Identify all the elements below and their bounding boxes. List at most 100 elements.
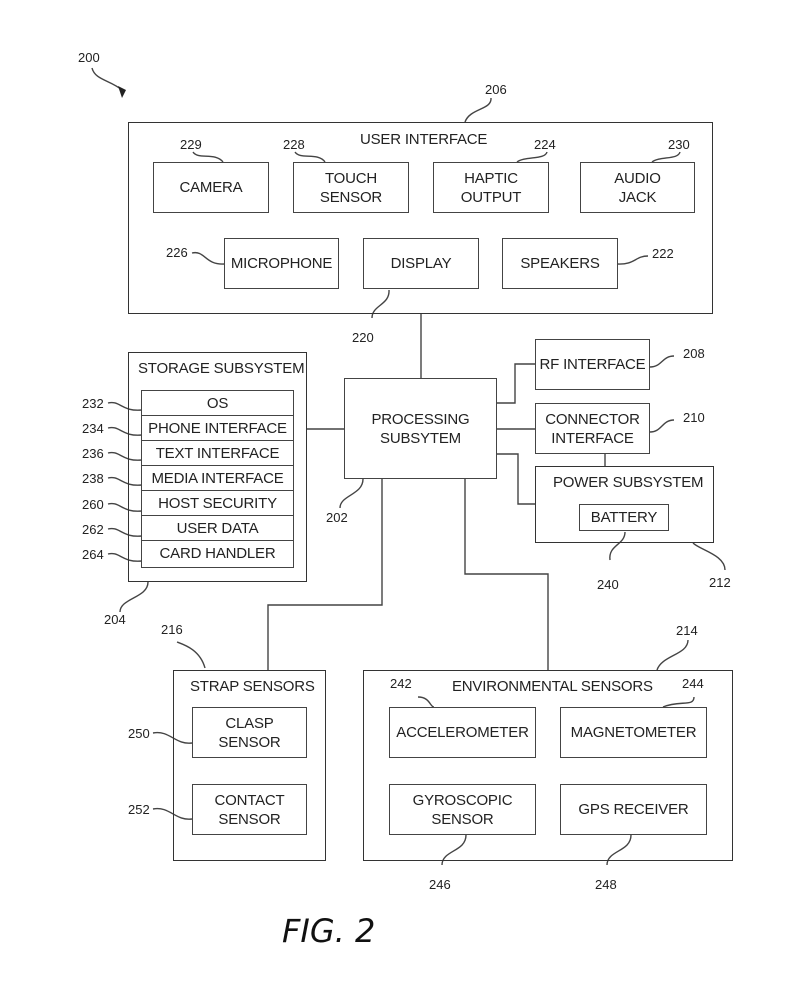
leader-224 bbox=[516, 151, 548, 163]
ref-strap-sensors: 216 bbox=[161, 622, 183, 637]
contact-sensor-block: CONTACT SENSOR bbox=[192, 784, 307, 835]
ref-text-interface: 236 bbox=[82, 446, 104, 461]
leader-204 bbox=[119, 581, 149, 613]
ref-user-data: 262 bbox=[82, 522, 104, 537]
ref-gps-receiver: 248 bbox=[595, 877, 617, 892]
leader-236 bbox=[107, 451, 143, 461]
environmental-sensors-title: ENVIRONMENTAL SENSORS bbox=[452, 678, 653, 695]
leader-230 bbox=[651, 151, 681, 163]
leader-262 bbox=[107, 527, 143, 537]
clasp-sensor-block: CLASP SENSOR bbox=[192, 707, 307, 758]
leader-228 bbox=[294, 151, 326, 163]
leader-242 bbox=[417, 696, 435, 708]
ref-audio-jack: 230 bbox=[668, 137, 690, 152]
connector-processing-env bbox=[464, 479, 549, 670]
leader-220 bbox=[371, 289, 390, 319]
ref-os: 232 bbox=[82, 396, 104, 411]
power-subsystem-title: POWER SUBSYSTEM bbox=[553, 474, 704, 491]
processing-subsystem-block: PROCESSING SUBSYTEM bbox=[344, 378, 497, 479]
ref-media-interface: 238 bbox=[82, 471, 104, 486]
leader-234 bbox=[107, 426, 143, 436]
storage-item-text-interface: TEXT INTERFACE bbox=[142, 441, 293, 466]
gps-receiver-block: GPS RECEIVER bbox=[560, 784, 707, 835]
arrowhead-200 bbox=[118, 86, 126, 98]
leader-202 bbox=[339, 478, 364, 509]
storage-item-phone-interface: PHONE INTERFACE bbox=[142, 416, 293, 441]
strap-sensors-title: STRAP SENSORS bbox=[190, 678, 315, 695]
ref-host-security: 260 bbox=[82, 497, 104, 512]
power-subsystem-block bbox=[535, 466, 714, 543]
ref-contact-sensor: 252 bbox=[128, 802, 150, 817]
battery-block: BATTERY bbox=[579, 504, 669, 531]
audio-jack-block: AUDIO JACK bbox=[580, 162, 695, 213]
strap-sensors-block bbox=[173, 670, 326, 861]
ref-rf-interface: 208 bbox=[683, 346, 705, 361]
leader-248 bbox=[606, 834, 632, 866]
storage-item-media-interface: MEDIA INTERFACE bbox=[142, 466, 293, 491]
connector-interface-block: CONNECTOR INTERFACE bbox=[535, 403, 650, 454]
user-interface-block bbox=[128, 122, 713, 314]
storage-item-os: OS bbox=[142, 391, 293, 416]
leader-246 bbox=[441, 834, 467, 866]
leader-232 bbox=[107, 401, 143, 411]
touch-sensor-block: TOUCH SENSOR bbox=[293, 162, 409, 213]
display-block: DISPLAY bbox=[363, 238, 479, 289]
environmental-sensors-block bbox=[363, 670, 733, 861]
gyroscopic-sensor-block: GYROSCOPIC SENSOR bbox=[389, 784, 536, 835]
storage-subsystem-block bbox=[128, 352, 307, 582]
leader-206 bbox=[464, 97, 492, 123]
leader-222 bbox=[616, 255, 649, 265]
leader-210 bbox=[649, 419, 675, 433]
accelerometer-block: ACCELEROMETER bbox=[389, 707, 536, 758]
ref-user-interface: 206 bbox=[485, 82, 507, 97]
figure-label: FIG. 2 bbox=[282, 912, 376, 950]
ref-card-handler: 264 bbox=[82, 547, 104, 562]
microphone-block: MICROPHONE bbox=[224, 238, 339, 289]
leader-252 bbox=[152, 807, 193, 820]
connector-processing-power bbox=[497, 453, 535, 505]
ref-environmental-sensors: 214 bbox=[676, 623, 698, 638]
ref-touch-sensor: 228 bbox=[283, 137, 305, 152]
storage-items-list: OS PHONE INTERFACE TEXT INTERFACE MEDIA … bbox=[141, 390, 294, 568]
ref-display: 220 bbox=[352, 330, 374, 345]
leader-200 bbox=[91, 67, 123, 91]
leader-212 bbox=[692, 542, 726, 571]
connector-processing-rf bbox=[497, 363, 535, 404]
ref-connector-interface: 210 bbox=[683, 410, 705, 425]
leader-216 bbox=[176, 641, 206, 669]
leader-240 bbox=[609, 531, 626, 561]
leader-208 bbox=[649, 355, 675, 368]
user-interface-title: USER INTERFACE bbox=[360, 131, 488, 148]
leader-244 bbox=[662, 696, 695, 708]
ref-microphone: 226 bbox=[166, 245, 188, 260]
ref-gyroscopic-sensor: 246 bbox=[429, 877, 451, 892]
storage-item-user-data: USER DATA bbox=[142, 516, 293, 541]
ref-camera: 229 bbox=[180, 137, 202, 152]
haptic-output-block: HAPTIC OUTPUT bbox=[433, 162, 549, 213]
leader-214 bbox=[656, 639, 689, 671]
ref-power-subsystem: 212 bbox=[709, 575, 731, 590]
camera-block: CAMERA bbox=[153, 162, 269, 213]
leader-264 bbox=[107, 552, 143, 562]
ref-battery: 240 bbox=[597, 577, 619, 592]
ref-accelerometer: 242 bbox=[390, 676, 412, 691]
ref-figure: 200 bbox=[78, 50, 100, 65]
leader-260 bbox=[107, 502, 143, 512]
leader-238 bbox=[107, 476, 143, 486]
ref-processing-subsystem: 202 bbox=[326, 510, 348, 525]
storage-subsystem-title: STORAGE SUBSYSTEM bbox=[138, 360, 305, 377]
magnetometer-block: MAGNETOMETER bbox=[560, 707, 707, 758]
ref-speakers: 222 bbox=[652, 246, 674, 261]
leader-250 bbox=[152, 731, 193, 744]
ref-clasp-sensor: 250 bbox=[128, 726, 150, 741]
leader-229 bbox=[192, 151, 224, 163]
ref-phone-interface: 234 bbox=[82, 421, 104, 436]
speakers-block: SPEAKERS bbox=[502, 238, 618, 289]
ref-storage-subsystem: 204 bbox=[104, 612, 126, 627]
rf-interface-block: RF INTERFACE bbox=[535, 339, 650, 390]
storage-item-host-security: HOST SECURITY bbox=[142, 491, 293, 516]
storage-item-card-handler: CARD HANDLER bbox=[159, 545, 276, 562]
ref-magnetometer: 244 bbox=[682, 676, 704, 691]
